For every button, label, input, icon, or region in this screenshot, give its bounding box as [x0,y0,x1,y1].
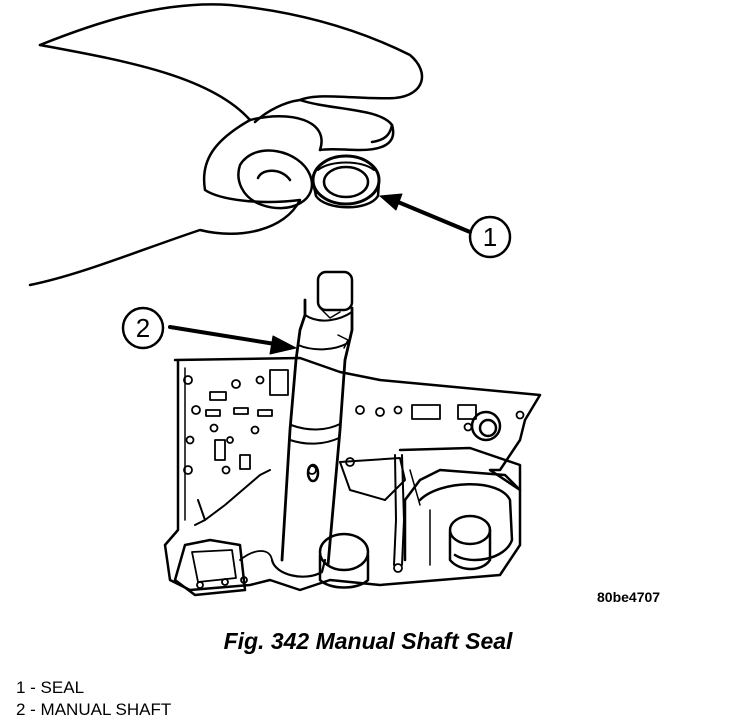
valve-body-drawing [163,356,542,597]
image-code: 80be4707 [597,589,661,605]
manual-shaft-drawing [270,270,354,578]
legend: 1 - SEAL 2 - MANUAL SHAFT [16,677,171,721]
detent-wire-drawing [393,454,405,566]
legend-item-seal: 1 - SEAL [16,678,85,697]
callout-2-label: 2 [136,313,150,343]
seal-drawing [311,154,381,209]
callout-1-badge: 1 [468,215,512,259]
figure-caption: Fig. 342 Manual Shaft Seal [223,628,513,654]
callout-1-arrow [379,193,472,234]
callout-2-badge: 2 [121,306,165,350]
legend-item-manual-shaft: 2 - MANUAL SHAFT [16,700,172,719]
hand-drawing [28,3,424,287]
callout-2-arrow [168,325,297,355]
illustration: 1 2 [28,3,542,597]
callout-1-label: 1 [483,222,497,252]
